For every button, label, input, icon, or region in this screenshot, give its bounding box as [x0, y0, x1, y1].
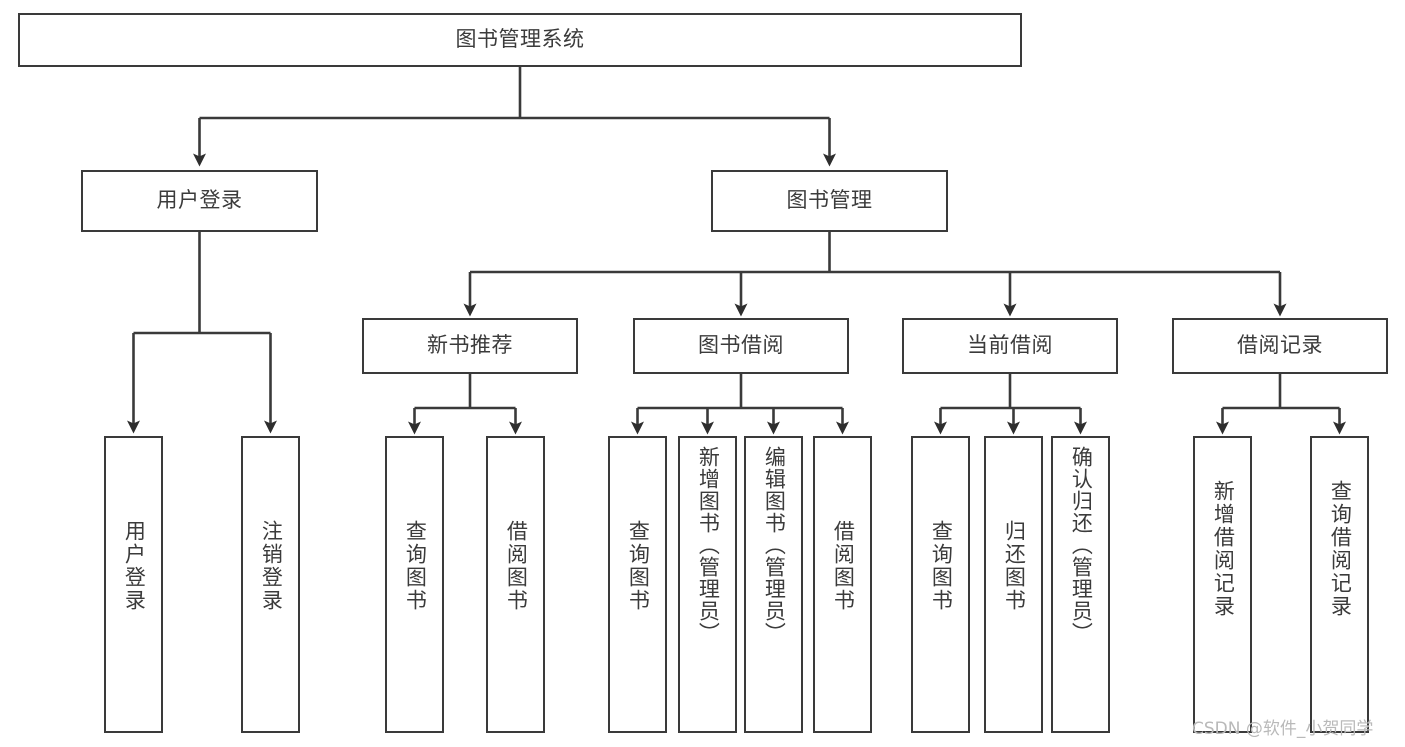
node-book-management[interactable]: 图书管理 — [711, 170, 948, 232]
node-leaf-confirm-return-label: 确认归还（管理员） — [1069, 446, 1094, 644]
node-leaf-add-record-label: 新增借阅记录 — [1211, 480, 1236, 618]
node-leaf-add-book-label: 新增图书（管理员） — [696, 446, 721, 644]
node-new-book-recommend-label: 新书推荐 — [427, 333, 513, 358]
node-book-management-label: 图书管理 — [786, 188, 873, 213]
node-leaf-confirm-return[interactable]: 确认归还（管理员） — [1051, 436, 1110, 733]
node-borrow-record[interactable]: 借阅记录 — [1172, 318, 1388, 374]
csdn-watermark: CSDN @软件_小贺同学 — [1192, 719, 1374, 739]
node-leaf-query-book-1-label: 查询图书 — [403, 520, 428, 612]
node-leaf-borrow-book-1-label: 借阅图书 — [504, 520, 529, 612]
node-leaf-query-book-3-label: 查询图书 — [929, 520, 954, 612]
node-book-borrow-label: 图书借阅 — [698, 333, 784, 358]
node-leaf-logout[interactable]: 注销登录 — [241, 436, 300, 733]
node-leaf-query-record-label: 查询借阅记录 — [1328, 480, 1353, 618]
node-current-borrow[interactable]: 当前借阅 — [902, 318, 1118, 374]
node-leaf-query-book-1[interactable]: 查询图书 — [385, 436, 444, 733]
node-borrow-record-label: 借阅记录 — [1237, 333, 1323, 358]
node-leaf-borrow-book-1[interactable]: 借阅图书 — [486, 436, 545, 733]
node-leaf-user-login[interactable]: 用户登录 — [104, 436, 163, 733]
node-user-login-label: 用户登录 — [156, 188, 243, 213]
node-user-login[interactable]: 用户登录 — [81, 170, 318, 232]
node-leaf-query-record[interactable]: 查询借阅记录 — [1310, 436, 1369, 733]
node-leaf-add-book[interactable]: 新增图书（管理员） — [678, 436, 737, 733]
node-leaf-edit-book-label: 编辑图书（管理员） — [762, 446, 787, 644]
node-leaf-borrow-book-2-label: 借阅图书 — [831, 520, 856, 612]
node-leaf-query-book-2-label: 查询图书 — [626, 520, 651, 612]
node-new-book-recommend[interactable]: 新书推荐 — [362, 318, 578, 374]
node-leaf-return-book-label: 归还图书 — [1002, 520, 1027, 612]
node-book-borrow[interactable]: 图书借阅 — [633, 318, 849, 374]
node-leaf-edit-book[interactable]: 编辑图书（管理员） — [744, 436, 803, 733]
node-leaf-logout-label: 注销登录 — [259, 520, 284, 612]
node-leaf-query-book-3[interactable]: 查询图书 — [911, 436, 970, 733]
node-leaf-borrow-book-2[interactable]: 借阅图书 — [813, 436, 872, 733]
node-leaf-return-book[interactable]: 归还图书 — [984, 436, 1043, 733]
node-current-borrow-label: 当前借阅 — [967, 333, 1053, 358]
node-leaf-query-book-2[interactable]: 查询图书 — [608, 436, 667, 733]
node-root[interactable]: 图书管理系统 — [18, 13, 1022, 67]
node-leaf-user-login-label: 用户登录 — [122, 520, 147, 612]
node-leaf-add-record[interactable]: 新增借阅记录 — [1193, 436, 1252, 733]
node-root-label: 图书管理系统 — [455, 27, 585, 52]
